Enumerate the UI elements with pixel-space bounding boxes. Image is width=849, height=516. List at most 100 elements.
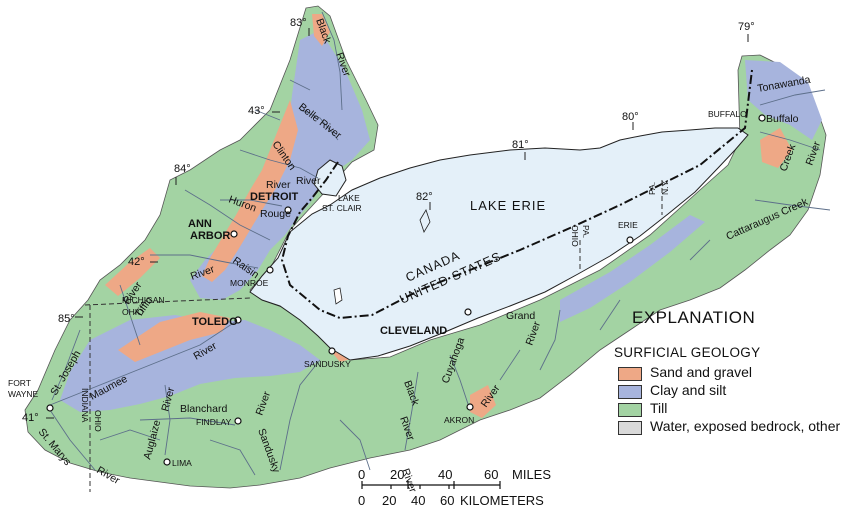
state-label-pa-east: PA. <box>647 182 657 195</box>
degree-label-80: 80° <box>622 111 639 123</box>
cleveland-marker <box>464 308 472 316</box>
scale-miles-0: 0 <box>358 467 365 482</box>
st-marys-river <box>49 409 96 471</box>
clinton-river <box>239 149 319 179</box>
city-markers <box>46 114 766 466</box>
erie-marker <box>626 236 634 244</box>
river-label-clinton-2: River <box>296 175 321 187</box>
akron-marker <box>466 403 474 411</box>
huron-river <box>184 189 271 241</box>
river-network <box>49 11 831 476</box>
sandusky-river <box>279 359 321 471</box>
degree-label-81: 81° <box>512 139 529 151</box>
cattaraugus-creek <box>754 199 831 211</box>
scale-miles-60: 60 <box>484 467 498 482</box>
degree-label-41: 41° <box>22 412 39 424</box>
lima-marker <box>163 458 171 466</box>
scale-km-unit: KILOMETERS <box>460 493 544 508</box>
city-label-ann: ANN <box>188 218 212 230</box>
degree-label-85: 85° <box>58 313 75 325</box>
legend-label-till: Till <box>650 400 668 416</box>
legend-swatch-water <box>618 421 642 435</box>
black-river-oh <box>404 371 419 451</box>
tiffin-river <box>119 284 141 346</box>
buffalo-marker <box>758 114 766 122</box>
degree-label-84: 84° <box>174 163 191 175</box>
black-river-mi <box>321 11 343 111</box>
lake-erie-label: LAKE ERIE <box>470 198 546 213</box>
sand-area-thumb <box>312 14 330 46</box>
legend-swatch-sand <box>618 367 642 381</box>
state-label-indiana: INDIANA <box>80 388 90 423</box>
legend-swatch-clay <box>618 385 642 399</box>
city-label-findlay: FINDLAY <box>196 417 232 427</box>
river-label-buffalo: Buffalo <box>766 113 799 125</box>
scale-miles-unit: MILES <box>512 467 551 482</box>
scale-km-40: 40 <box>411 493 425 508</box>
degree-label-42: 42° <box>128 256 145 268</box>
degree-label-43: 43° <box>248 105 265 117</box>
sand-area-oak-openings <box>118 312 230 362</box>
state-line-mi-oh <box>84 297 251 306</box>
lake-st-clair-label-2: ST. CLAIR <box>322 203 362 213</box>
state-label-ohio: OHIO <box>122 307 144 317</box>
degree-label-79: 79° <box>738 21 755 33</box>
lake-st-clair <box>313 159 347 197</box>
clay-area-east-shore <box>560 215 705 322</box>
river-label-blanchard: Blanchard <box>180 403 227 415</box>
city-label-wayne: WAYNE <box>8 389 39 399</box>
river-label-huron-2: River <box>266 179 291 191</box>
river-label-rouge: Rouge <box>260 208 291 220</box>
legend-label-sand: Sand and gravel <box>650 364 752 380</box>
grand-river <box>539 309 561 371</box>
legend-swatch-till <box>618 403 642 417</box>
raisin-river <box>150 254 259 269</box>
city-label-erie: ERIE <box>618 220 638 230</box>
scale-km-60: 60 <box>440 493 454 508</box>
tonawanda-creek <box>759 89 826 106</box>
city-label-sandusky: SANDUSKY <box>304 359 351 369</box>
lake-st-clair-label-1: LAKE <box>338 193 360 203</box>
river-label-grand: Grand <box>506 310 535 322</box>
legend-item-clay: Clay and silt <box>618 383 726 399</box>
st-joseph-river <box>51 329 81 401</box>
belle-river <box>299 109 339 141</box>
blanchard-river <box>139 417 236 426</box>
city-label-akron: AKRON <box>444 415 474 425</box>
graticule-ticks <box>46 28 749 419</box>
scale-miles-40: 40 <box>438 467 452 482</box>
rouge-river <box>220 199 283 207</box>
degree-label-82: 82° <box>416 191 433 203</box>
monroe-marker <box>266 266 274 274</box>
city-label-detroit: DETROIT <box>250 191 299 203</box>
state-label-ohio-west: OHIO <box>93 410 103 432</box>
legend-label-clay: Clay and silt <box>650 382 727 398</box>
sand-area-north <box>202 100 298 282</box>
sand-area-akron <box>470 385 496 418</box>
city-label-lima: LIMA <box>172 458 192 468</box>
legend-title: EXPLANATION <box>632 308 756 327</box>
sandusky-marker <box>328 347 336 355</box>
ann-arbor-marker <box>230 230 238 238</box>
legend-label-water: Water, exposed bedrock, other <box>650 418 841 434</box>
city-label-toledo: TOLEDO <box>192 316 238 328</box>
scale-bar: 0 20 40 60 MILES 0 20 40 60 KILOMETERS <box>358 467 551 508</box>
buffalo-creek <box>759 131 821 151</box>
city-label-buffalo: BUFFALO <box>708 109 747 119</box>
auglaize-river <box>164 384 171 456</box>
legend-item-till: Till <box>618 401 667 417</box>
state-label-michigan: MICHIGAN <box>122 295 165 305</box>
point-pelee <box>419 209 431 233</box>
detroit-marker <box>284 206 292 214</box>
scale-miles-20: 20 <box>390 467 404 482</box>
international-boundary <box>280 69 753 320</box>
state-label-pa-west: PA. <box>581 225 591 238</box>
legend-item-sand: Sand and gravel <box>618 365 752 381</box>
toledo-marker <box>234 316 242 324</box>
clay-area-ne <box>745 60 822 140</box>
scale-km-0: 0 <box>358 493 365 508</box>
city-label-arbor: ARBOR <box>190 230 230 242</box>
cuyahoga-river <box>449 354 471 411</box>
city-label-fort: FORT <box>8 378 31 388</box>
pelee-island <box>333 287 343 305</box>
